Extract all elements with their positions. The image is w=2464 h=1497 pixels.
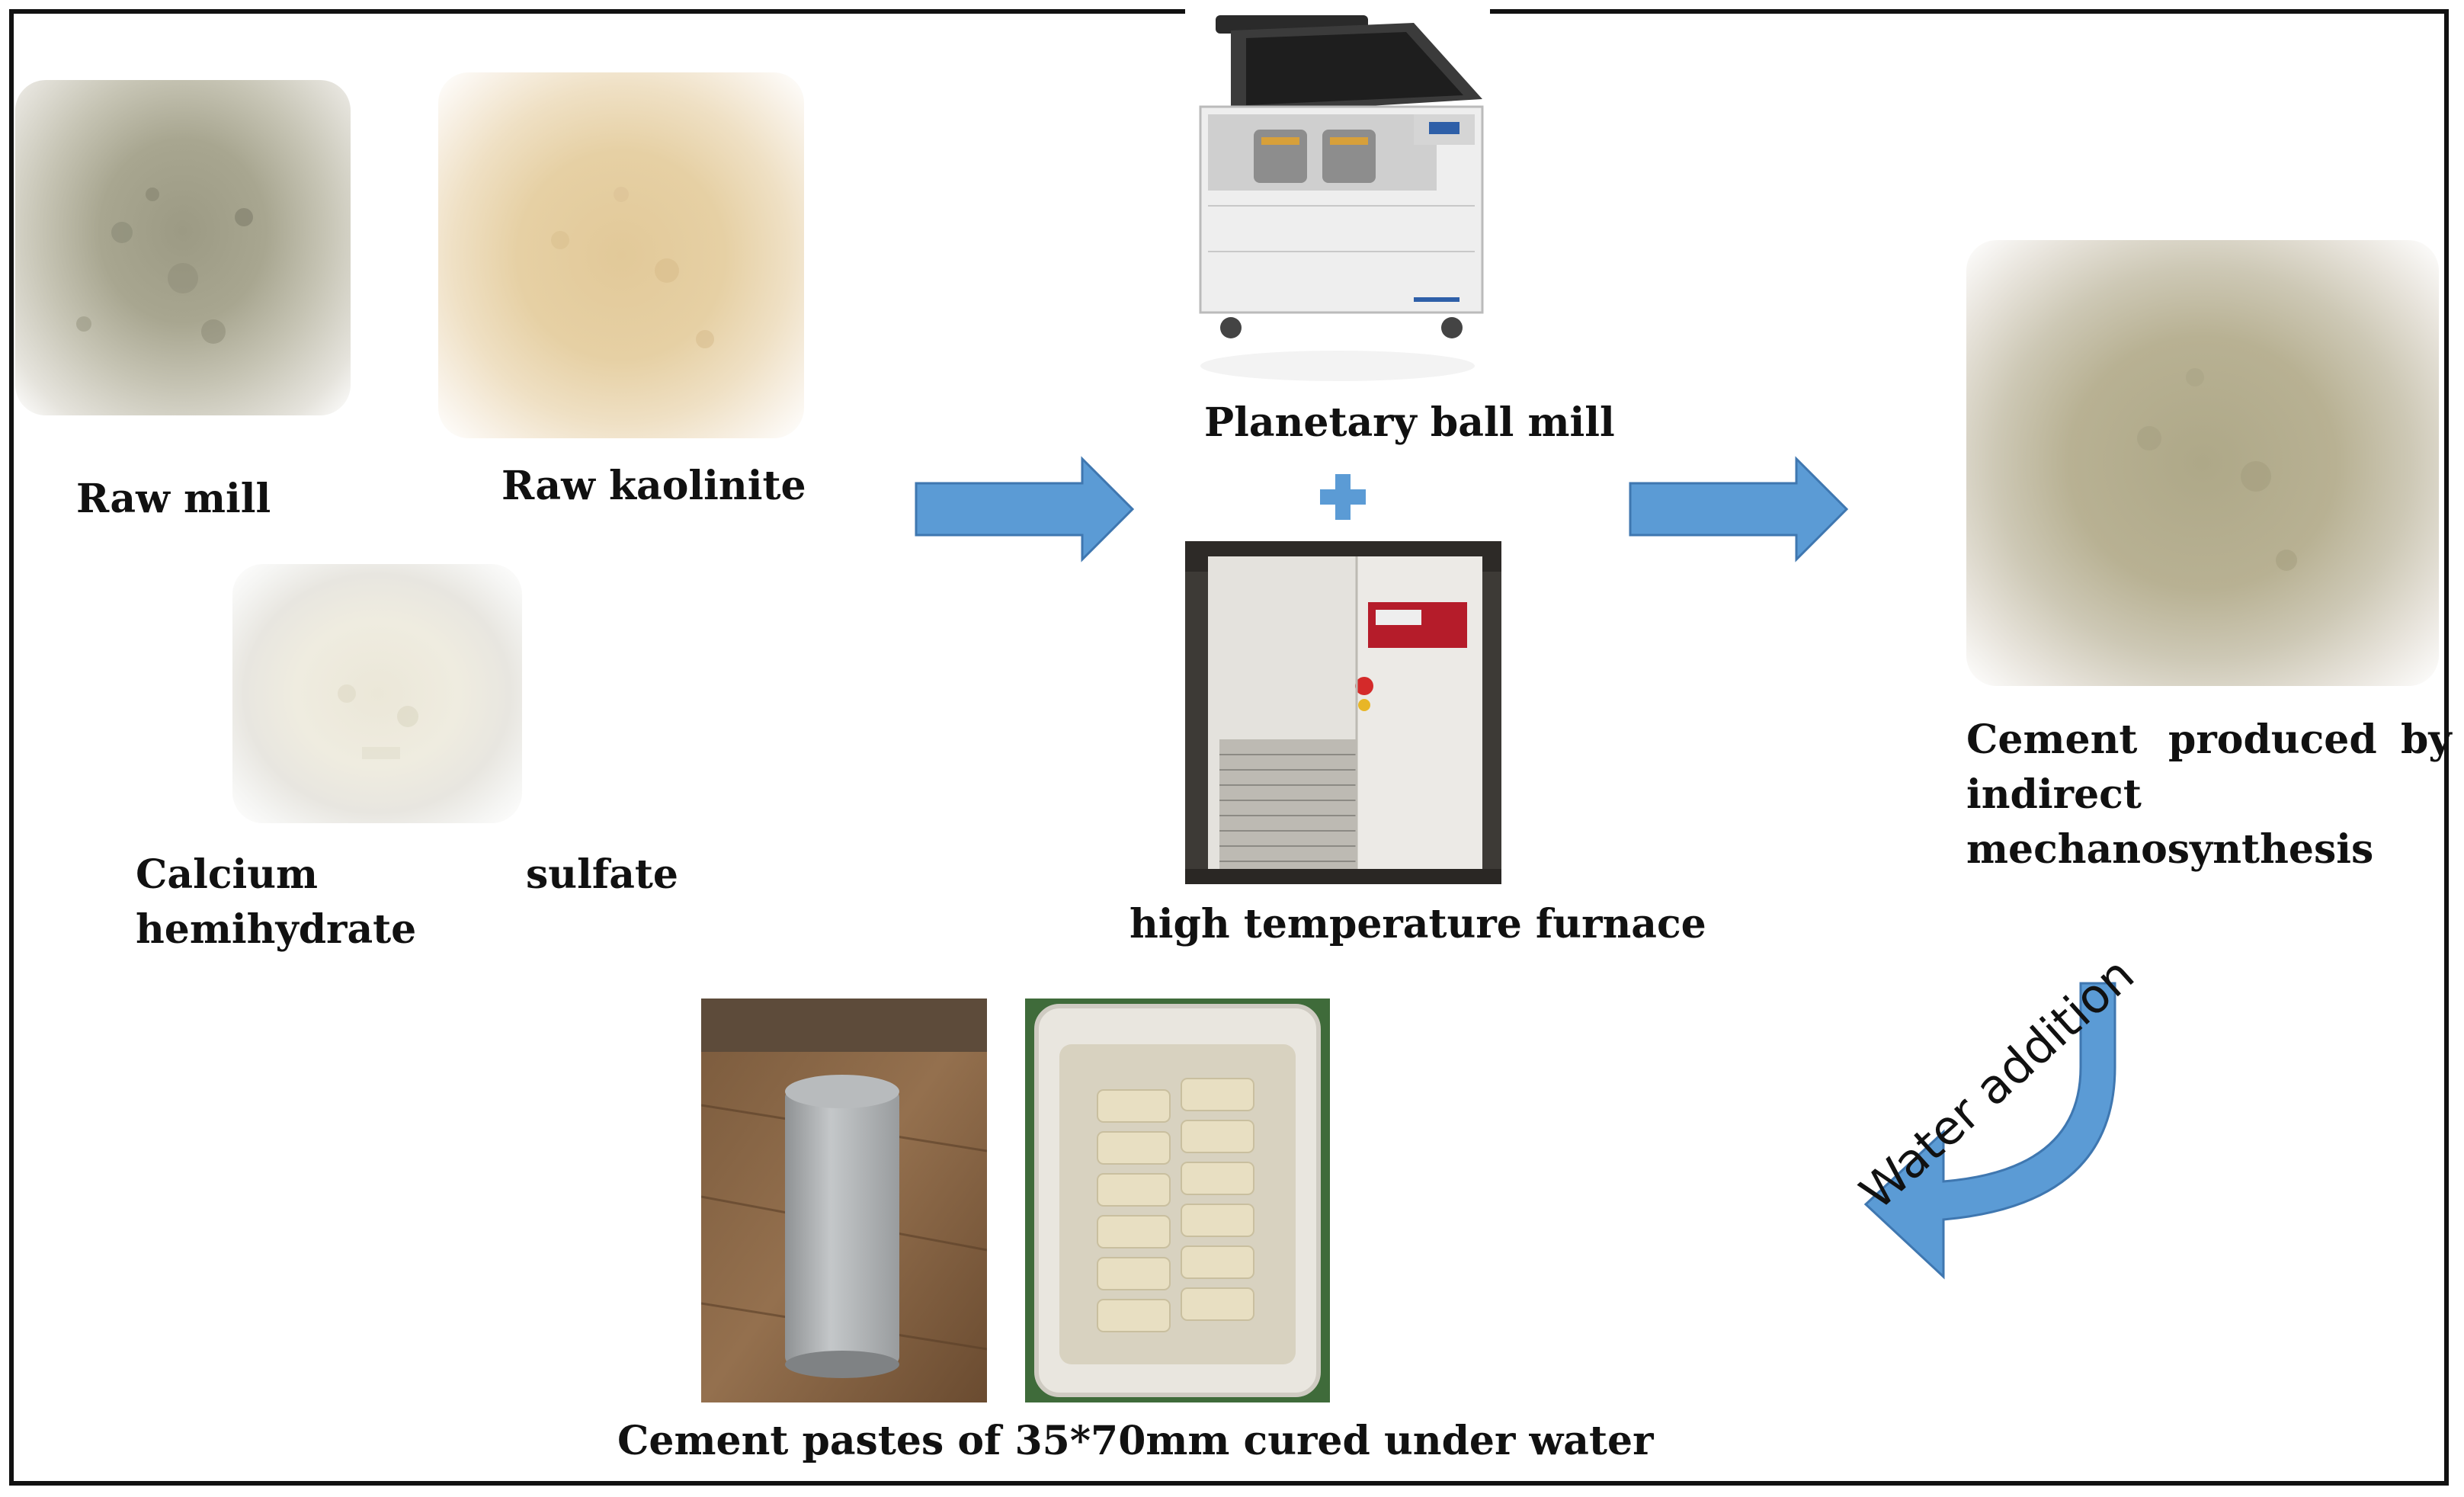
cement-cylinder-photo [701,999,987,1402]
ball-mill-label: Planetary ball mill [1204,399,1615,446]
arrow-right-icon-2 [1629,456,1849,563]
calcium-label-word2: sulfate [526,851,679,898]
furnace-photo [1185,541,1501,884]
raw-kaolinite-label: Raw kaolinite [501,463,806,509]
planetary-ball-mill-photo [1185,8,1490,396]
kaolinite-powder-photo [438,72,804,438]
furnace-label: high temperature furnace [1129,901,1706,947]
plus-icon [1320,474,1366,520]
cement-label-word2: produced [2168,716,2377,763]
cylinder-drawing [701,999,987,1402]
cement-texture [2137,368,2297,571]
ball-mill-drawing [1185,8,1490,396]
calcium-label-word1: Calcium [136,851,319,898]
arrow-right-icon [915,456,1135,563]
cement-label-word1: Cement [1966,716,2138,763]
cement-powder-photo [1966,240,2439,686]
cement-label-line3: mechanosynthesis [1966,826,2374,873]
cement-label-word3: by [2401,716,2452,763]
furnace-drawing [1185,541,1501,884]
curing-container-photo [1025,999,1330,1402]
curved-arrow-icon [1863,982,2116,1280]
raw-mill-powder-photo [15,80,351,415]
kaolinite-texture [551,187,714,348]
raw-mill-texture [76,188,253,344]
hemihydrate-powder-photo [232,564,522,823]
calcium-label-line2: hemihydrate [136,906,417,953]
container-drawing [1025,999,1330,1402]
pastes-label: Cement pastes of 35*70mm cured under wat… [617,1418,1654,1464]
raw-mill-label: Raw mill [76,476,271,522]
cement-label-line2: indirect [1966,771,2142,818]
hemihydrate-texture [338,684,418,759]
